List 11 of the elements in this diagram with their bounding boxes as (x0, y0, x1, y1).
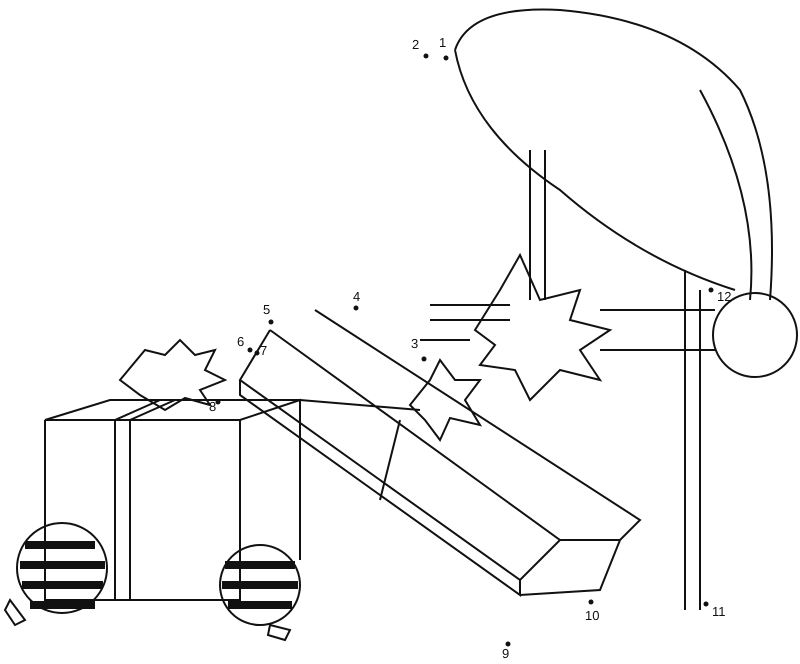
dot-number: 2 (412, 38, 420, 52)
dot-number: 10 (585, 609, 600, 623)
dot-number: 6 (237, 335, 244, 349)
dot-number: 3 (411, 337, 418, 351)
dot-number: 12 (717, 290, 732, 304)
dot-number: 11 (712, 605, 726, 619)
dot-number: 9 (502, 647, 510, 661)
dot-number: 4 (353, 290, 360, 304)
dot-number: 1 (439, 36, 446, 50)
dot-number: 5 (263, 303, 270, 317)
dot-number: 7 (260, 344, 268, 358)
